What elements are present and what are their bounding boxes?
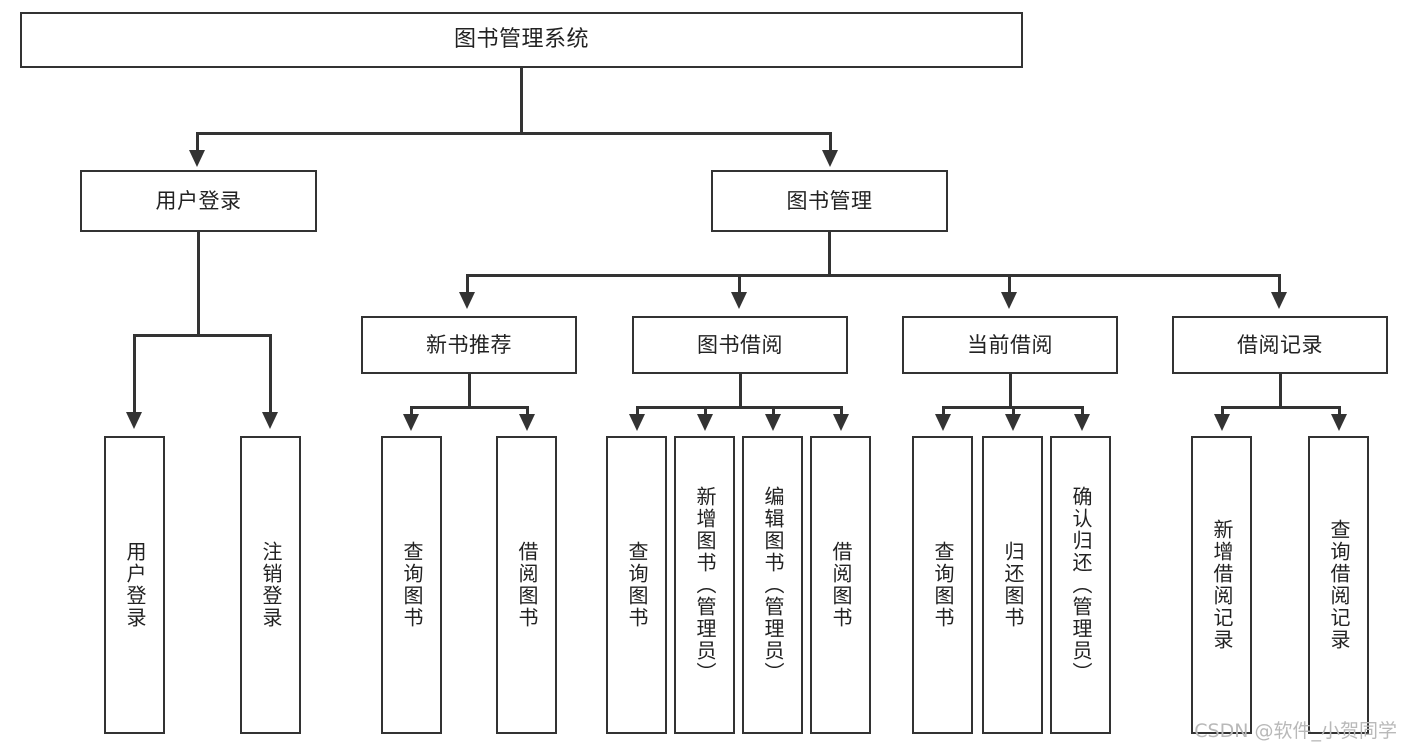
connector-drop-leaf-borrow-book-2 (840, 406, 843, 418)
node-leaf-add-book[interactable]: 新增图书（管理员） (674, 436, 735, 734)
node-current-borrow[interactable]: 当前借阅 (902, 316, 1118, 374)
node-leaf-borrow-book[interactable]: 借阅图书 (810, 436, 871, 734)
connector-drop-leaf-query-book-1 (410, 406, 413, 418)
connector-drop-leaf-query-record (1338, 406, 1341, 418)
arrowhead-leaf-logout-login (262, 412, 278, 429)
node-label: 用户登录 (123, 541, 147, 629)
node-label: 查询借阅记录 (1327, 519, 1351, 651)
node-leaf-edit-book[interactable]: 编辑图书（管理员） (742, 436, 803, 734)
connector-drop-leaf-user-login (133, 334, 136, 416)
arrowhead-leaf-borrow-book-1 (519, 414, 535, 431)
node-label: 查询图书 (625, 541, 649, 629)
connector-drop-book-borrow (738, 274, 741, 296)
arrowhead-borrow-record (1271, 292, 1287, 309)
arrowhead-new-book-recommend (459, 292, 475, 309)
connector-borrow-record-stem (1279, 374, 1282, 408)
connector-drop-leaf-logout-login (269, 334, 272, 416)
node-leaf-return-book[interactable]: 归还图书 (982, 436, 1043, 734)
arrowhead-leaf-user-login (126, 412, 142, 429)
connector-level3-bus (466, 274, 1280, 277)
node-leaf-query-book-new[interactable]: 查询图书 (381, 436, 442, 734)
node-label: 借阅记录 (1237, 332, 1323, 357)
connector-drop-new-book-recommend (466, 274, 469, 296)
arrowhead-leaf-confirm-return (1074, 414, 1090, 431)
connector-drop-leaf-add-record (1221, 406, 1224, 418)
node-label: 当前借阅 (967, 332, 1053, 357)
node-user-login[interactable]: 用户登录 (80, 170, 317, 232)
node-label: 查询图书 (400, 541, 424, 629)
node-borrow-record[interactable]: 借阅记录 (1172, 316, 1388, 374)
csdn-watermark: CSDN @软件_小贺同学 (1194, 720, 1397, 742)
node-label: 查询图书 (931, 541, 955, 629)
node-label: 用户登录 (155, 188, 242, 213)
connector-drop-leaf-add-book (704, 406, 707, 418)
connector-book-borrow-bus (636, 406, 842, 409)
arrowhead-book-borrow (731, 292, 747, 309)
node-leaf-query-book-current[interactable]: 查询图书 (912, 436, 973, 734)
node-label: 归还图书 (1001, 541, 1025, 629)
arrowhead-leaf-query-record (1331, 414, 1347, 431)
arrowhead-leaf-return-book (1005, 414, 1021, 431)
node-leaf-user-login[interactable]: 用户登录 (104, 436, 165, 734)
node-label: 图书管理系统 (453, 27, 589, 53)
node-book-borrow[interactable]: 图书借阅 (632, 316, 848, 374)
arrowhead-user-login (189, 150, 205, 167)
node-label: 新增借阅记录 (1210, 519, 1234, 651)
node-label: 新书推荐 (426, 332, 512, 357)
connector-new-book-recommend-bus (410, 406, 526, 409)
connector-drop-user-login (196, 132, 199, 154)
node-root-book-management-system[interactable]: 图书管理系统 (20, 12, 1023, 68)
connector-user-login-stem (197, 232, 200, 336)
arrowhead-leaf-add-record (1214, 414, 1230, 431)
node-book-management[interactable]: 图书管理 (711, 170, 948, 232)
node-label: 借阅图书 (829, 541, 853, 629)
connector-book-borrow-stem (739, 374, 742, 408)
node-leaf-borrow-book-new[interactable]: 借阅图书 (496, 436, 557, 734)
arrowhead-leaf-query-book-2 (629, 414, 645, 431)
arrowhead-leaf-query-book-3 (935, 414, 951, 431)
connector-user-login-bus (133, 334, 269, 337)
node-label: 注销登录 (259, 541, 283, 629)
node-label: 图书管理 (786, 188, 873, 213)
connector-drop-book-management (829, 132, 832, 154)
connector-drop-leaf-edit-book (772, 406, 775, 418)
connector-drop-leaf-borrow-book-1 (526, 406, 529, 418)
connector-current-borrow-stem (1009, 374, 1012, 408)
node-leaf-query-book-borrow[interactable]: 查询图书 (606, 436, 667, 734)
arrowhead-leaf-add-book (697, 414, 713, 431)
node-leaf-confirm-return[interactable]: 确认归还（管理员） (1050, 436, 1111, 734)
node-label: 借阅图书 (515, 541, 539, 629)
connector-drop-current-borrow (1008, 274, 1011, 296)
connector-level2-bus (196, 132, 832, 135)
connector-drop-borrow-record (1278, 274, 1281, 296)
arrowhead-leaf-query-book-1 (403, 414, 419, 431)
connector-root-stem (520, 68, 523, 134)
connector-book-management-stem (828, 232, 831, 276)
arrowhead-leaf-borrow-book-2 (833, 414, 849, 431)
node-leaf-query-record[interactable]: 查询借阅记录 (1308, 436, 1369, 734)
arrowhead-leaf-edit-book (765, 414, 781, 431)
node-label: 图书借阅 (697, 332, 783, 357)
connector-current-borrow-bus (942, 406, 1081, 409)
connector-drop-leaf-confirm-return (1081, 406, 1084, 418)
connector-drop-leaf-query-book-3 (942, 406, 945, 418)
node-label: 编辑图书（管理员） (761, 486, 785, 684)
connector-drop-leaf-query-book-2 (636, 406, 639, 418)
connector-borrow-record-bus (1221, 406, 1338, 409)
node-label: 新增图书（管理员） (693, 486, 717, 684)
node-leaf-logout-login[interactable]: 注销登录 (240, 436, 301, 734)
node-new-book-recommend[interactable]: 新书推荐 (361, 316, 577, 374)
connector-new-book-recommend-stem (468, 374, 471, 408)
arrowhead-book-management (822, 150, 838, 167)
node-label: 确认归还（管理员） (1069, 486, 1093, 684)
connector-drop-leaf-return-book (1012, 406, 1015, 418)
node-leaf-add-record[interactable]: 新增借阅记录 (1191, 436, 1252, 734)
arrowhead-current-borrow (1001, 292, 1017, 309)
